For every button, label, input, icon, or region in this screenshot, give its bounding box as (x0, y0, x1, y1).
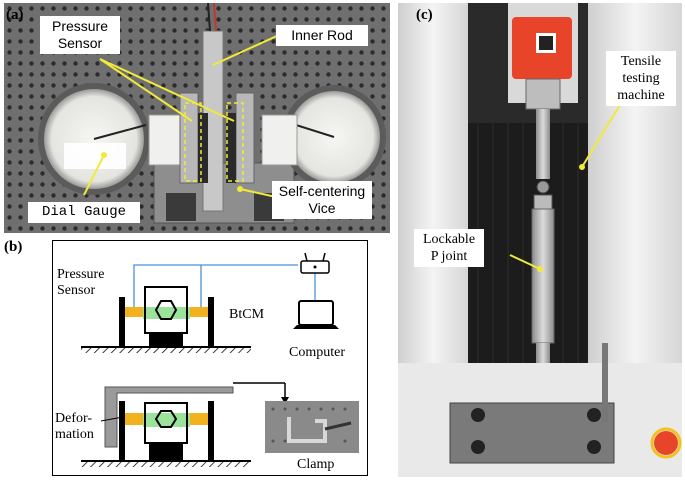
label-inner-rod: Inner Rod (276, 25, 368, 46)
label-self-centering-vice: Self-centering Vice (272, 181, 372, 219)
label-pressure-sensor-a: Pressure Sensor (40, 16, 120, 54)
panel-b-diagram (81, 252, 359, 467)
label-computer: Computer (289, 345, 345, 360)
label-pressure-sensor-b: Pressure Sensor (57, 267, 105, 298)
label-btcm: BtCM (229, 307, 265, 322)
label-clamp: Clamp (297, 457, 335, 472)
label-deformation: Defor-mation (55, 411, 94, 442)
label-tensile-testing-machine: Tensile testing machine (606, 51, 676, 106)
panel-c-image (398, 3, 682, 477)
panel-b-letter: (b) (4, 239, 23, 255)
panel-a-photo: (a) Pressure Sensor Inner Rod Dial Gauge… (4, 3, 390, 233)
panel-c-photo: (c) Tensile testing machine Lockable P j… (398, 3, 682, 477)
label-dial-gauge: Dial Gauge (28, 202, 140, 223)
panel-a-letter: (a) (6, 7, 24, 23)
label-lockable-p-joint: Lockable P joint (414, 229, 484, 267)
panel-c-letter: (c) (416, 7, 433, 23)
panel-b-schematic: Pressure Sensor BtCM Computer Defor-mati… (52, 240, 368, 476)
